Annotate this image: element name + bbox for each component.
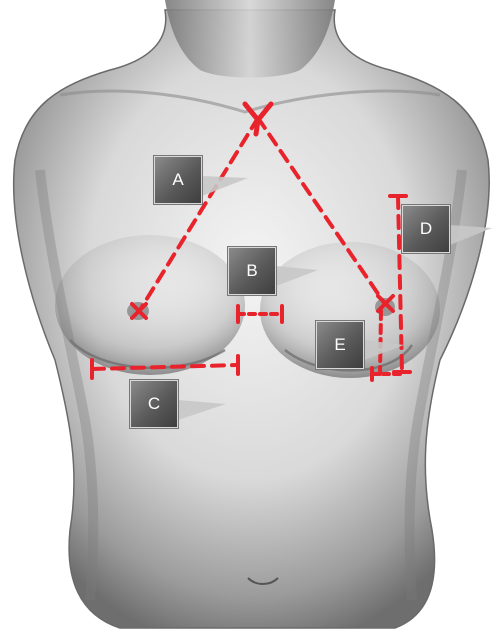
label-a: A (154, 156, 202, 204)
label-e: E (316, 321, 364, 369)
label-b: B (228, 247, 276, 295)
label-c: C (130, 380, 178, 428)
label-d: D (402, 205, 450, 253)
